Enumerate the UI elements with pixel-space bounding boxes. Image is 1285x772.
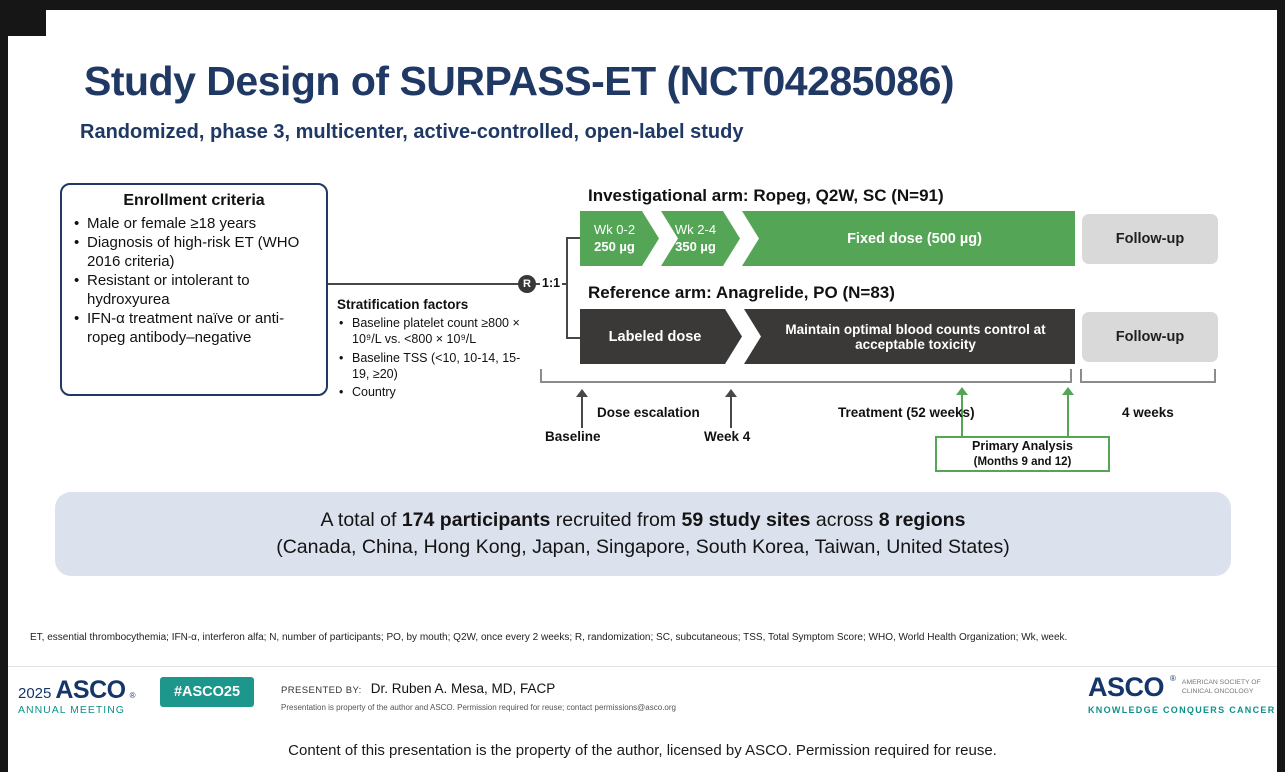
chevron-wk2-4-text: Wk 2-4 350 µg <box>675 222 726 256</box>
chevron-step-dose: 350 µg <box>675 238 716 254</box>
connector-line-horizontal <box>328 283 568 285</box>
four-weeks-label: 4 weeks <box>1122 405 1174 420</box>
connector-stub-top <box>566 237 582 239</box>
chevron-step-dose: 250 µg <box>594 238 635 254</box>
labeled-dose-label: Labeled dose <box>608 328 702 345</box>
participants-summary-line1: A total of 174 participants recruited fr… <box>321 509 966 532</box>
fixed-dose-label: Fixed dose (500 µg) <box>847 230 982 247</box>
stratification-block: Stratification factors Baseline platelet… <box>337 297 529 402</box>
primary-analysis-arrow2-head <box>1062 387 1074 395</box>
stratification-item: Baseline TSS (<10, 10-14, 15-19, ≥20) <box>337 350 529 383</box>
chevron-wk0-2-text: Wk 0-2 250 µg <box>594 222 645 256</box>
presenter-name: Dr. Ruben A. Mesa, MD, FACP <box>370 681 556 696</box>
slide-subtitle: Randomized, phase 3, multicenter, active… <box>80 121 744 143</box>
primary-analysis-arrow1-shaft <box>961 394 963 436</box>
registered-mark: ® <box>1170 674 1176 683</box>
followup-box-investigational: Follow-up <box>1082 214 1218 264</box>
treatment-bracket-line <box>540 381 1072 383</box>
enrollment-criteria-box: Enrollment criteria Male or female ≥18 y… <box>60 183 328 396</box>
asco-society-logo: ASCO ® AMERICAN SOCIETY OF CLINICAL ONCO… <box>1088 674 1276 716</box>
randomization-icon: R <box>518 275 536 293</box>
participants-count: 174 participants <box>401 509 551 531</box>
followup-bracket-tick-right <box>1214 369 1216 383</box>
reference-arm-header: Reference arm: Anagrelide, PO (N=83) <box>588 283 895 302</box>
week4-arrow-shaft <box>730 396 732 428</box>
copyright-notice: Content of this presentation is the prop… <box>288 742 997 759</box>
summary-text: recruited from <box>550 509 682 531</box>
randomization-ratio: 1:1 <box>540 276 563 290</box>
participants-summary-line2: (Canada, China, Hong Kong, Japan, Singap… <box>276 536 1010 558</box>
primary-analysis-box: Primary Analysis (Months 9 and 12) <box>935 436 1110 472</box>
week4-label: Week 4 <box>704 429 751 444</box>
presented-by-block: PRESENTED BY: Dr. Ruben A. Mesa, MD, FAC… <box>281 681 555 696</box>
chevron-labeled-dose: Labeled dose <box>580 309 742 364</box>
chevron-step-weeks: Wk 0-2 <box>593 221 636 237</box>
connector-line-vertical <box>566 237 568 339</box>
chevron-step-weeks: Wk 2-4 <box>674 221 717 237</box>
slide-title: Study Design of SURPASS-ET (NCT04285086) <box>84 58 955 104</box>
hashtag-badge: #ASCO25 <box>160 677 254 707</box>
treatment-bracket-tick-right <box>1070 369 1072 383</box>
stratification-item: Baseline platelet count ≥800 × 10⁹/L vs.… <box>337 315 529 348</box>
enrollment-list: Male or female ≥18 years Diagnosis of hi… <box>72 214 318 347</box>
primary-analysis-title: Primary Analysis <box>972 439 1073 453</box>
stratification-list: Baseline platelet count ≥800 × 10⁹/L vs.… <box>337 315 529 401</box>
society-line2: CLINICAL ONCOLOGY <box>1181 687 1254 695</box>
footer-divider <box>8 666 1277 667</box>
annual-meeting-label: ANNUAL MEETING <box>18 704 125 716</box>
followup-box-reference: Follow-up <box>1082 312 1218 362</box>
stratification-item: Country <box>337 384 529 401</box>
study-sites-count: 59 study sites <box>681 509 811 531</box>
asco-annual-meeting-logo: 2025 ASCO ® ANNUAL MEETING <box>18 676 136 716</box>
baseline-arrow-shaft <box>581 396 583 428</box>
asco-tagline: KNOWLEDGE CONQUERS CANCER <box>1088 705 1276 715</box>
participants-summary-box: A total of 174 participants recruited fr… <box>55 492 1231 576</box>
enrollment-title: Enrollment criteria <box>123 192 265 209</box>
followup-bracket-line <box>1080 381 1216 383</box>
enrollment-item: Male or female ≥18 years <box>72 214 318 233</box>
reuse-disclaimer: Presentation is property of the author a… <box>281 703 676 712</box>
asco-wordmark: ASCO <box>1088 672 1165 702</box>
maintain-counts-label: Maintain optimal blood counts control at… <box>785 321 1046 352</box>
asco-wordmark: ASCO <box>55 676 126 704</box>
meeting-year: 2025 <box>18 685 52 702</box>
society-name: AMERICAN SOCIETY OF CLINICAL ONCOLOGY <box>1182 674 1261 697</box>
primary-analysis-arrow2-shaft <box>1067 394 1069 436</box>
society-line1: AMERICAN SOCIETY OF <box>1181 679 1261 686</box>
enrollment-item: IFN-α treatment naïve or anti-ropeg anti… <box>72 309 318 347</box>
baseline-arrow-head <box>576 389 588 397</box>
connector-stub-bottom <box>566 337 582 339</box>
chevron-fixed-dose: Fixed dose (500 µg) <box>742 211 1075 266</box>
chevron-wk0-2: Wk 0-2 250 µg <box>580 211 659 266</box>
primary-analysis-months: (Months 9 and 12) <box>973 455 1072 468</box>
registered-mark: ® <box>129 691 136 700</box>
primary-analysis-arrow1-head <box>956 387 968 395</box>
presented-by-label: PRESENTED BY: <box>281 685 362 696</box>
viewer-corner <box>0 0 46 36</box>
treatment-label: Treatment (52 weeks) <box>838 405 975 420</box>
regions-count: 8 regions <box>878 509 966 531</box>
investigational-arm-header: Investigational arm: Ropeg, Q2W, SC (N=9… <box>588 186 944 205</box>
stratification-title: Stratification factors <box>337 297 469 312</box>
abbreviations-footnote: ET, essential thrombocythemia; IFN-α, in… <box>30 632 1068 643</box>
baseline-label: Baseline <box>545 429 601 444</box>
enrollment-item: Diagnosis of high-risk ET (WHO 2016 crit… <box>72 233 318 271</box>
enrollment-item: Resistant or intolerant to hydroxyurea <box>72 271 318 309</box>
summary-text: A total of <box>320 509 402 531</box>
dose-escalation-label: Dose escalation <box>597 405 700 420</box>
summary-text: across <box>810 509 879 531</box>
chevron-maintain-counts: Maintain optimal blood counts control at… <box>744 309 1075 364</box>
asco-society-wordmark: ASCO ® AMERICAN SOCIETY OF CLINICAL ONCO… <box>1088 674 1276 701</box>
week4-arrow-head <box>725 389 737 397</box>
followup-bracket-tick-left <box>1080 369 1082 383</box>
treatment-bracket-tick-left <box>540 369 542 383</box>
asco-annual-meeting-wordmark: 2025 ASCO ® <box>18 676 136 705</box>
